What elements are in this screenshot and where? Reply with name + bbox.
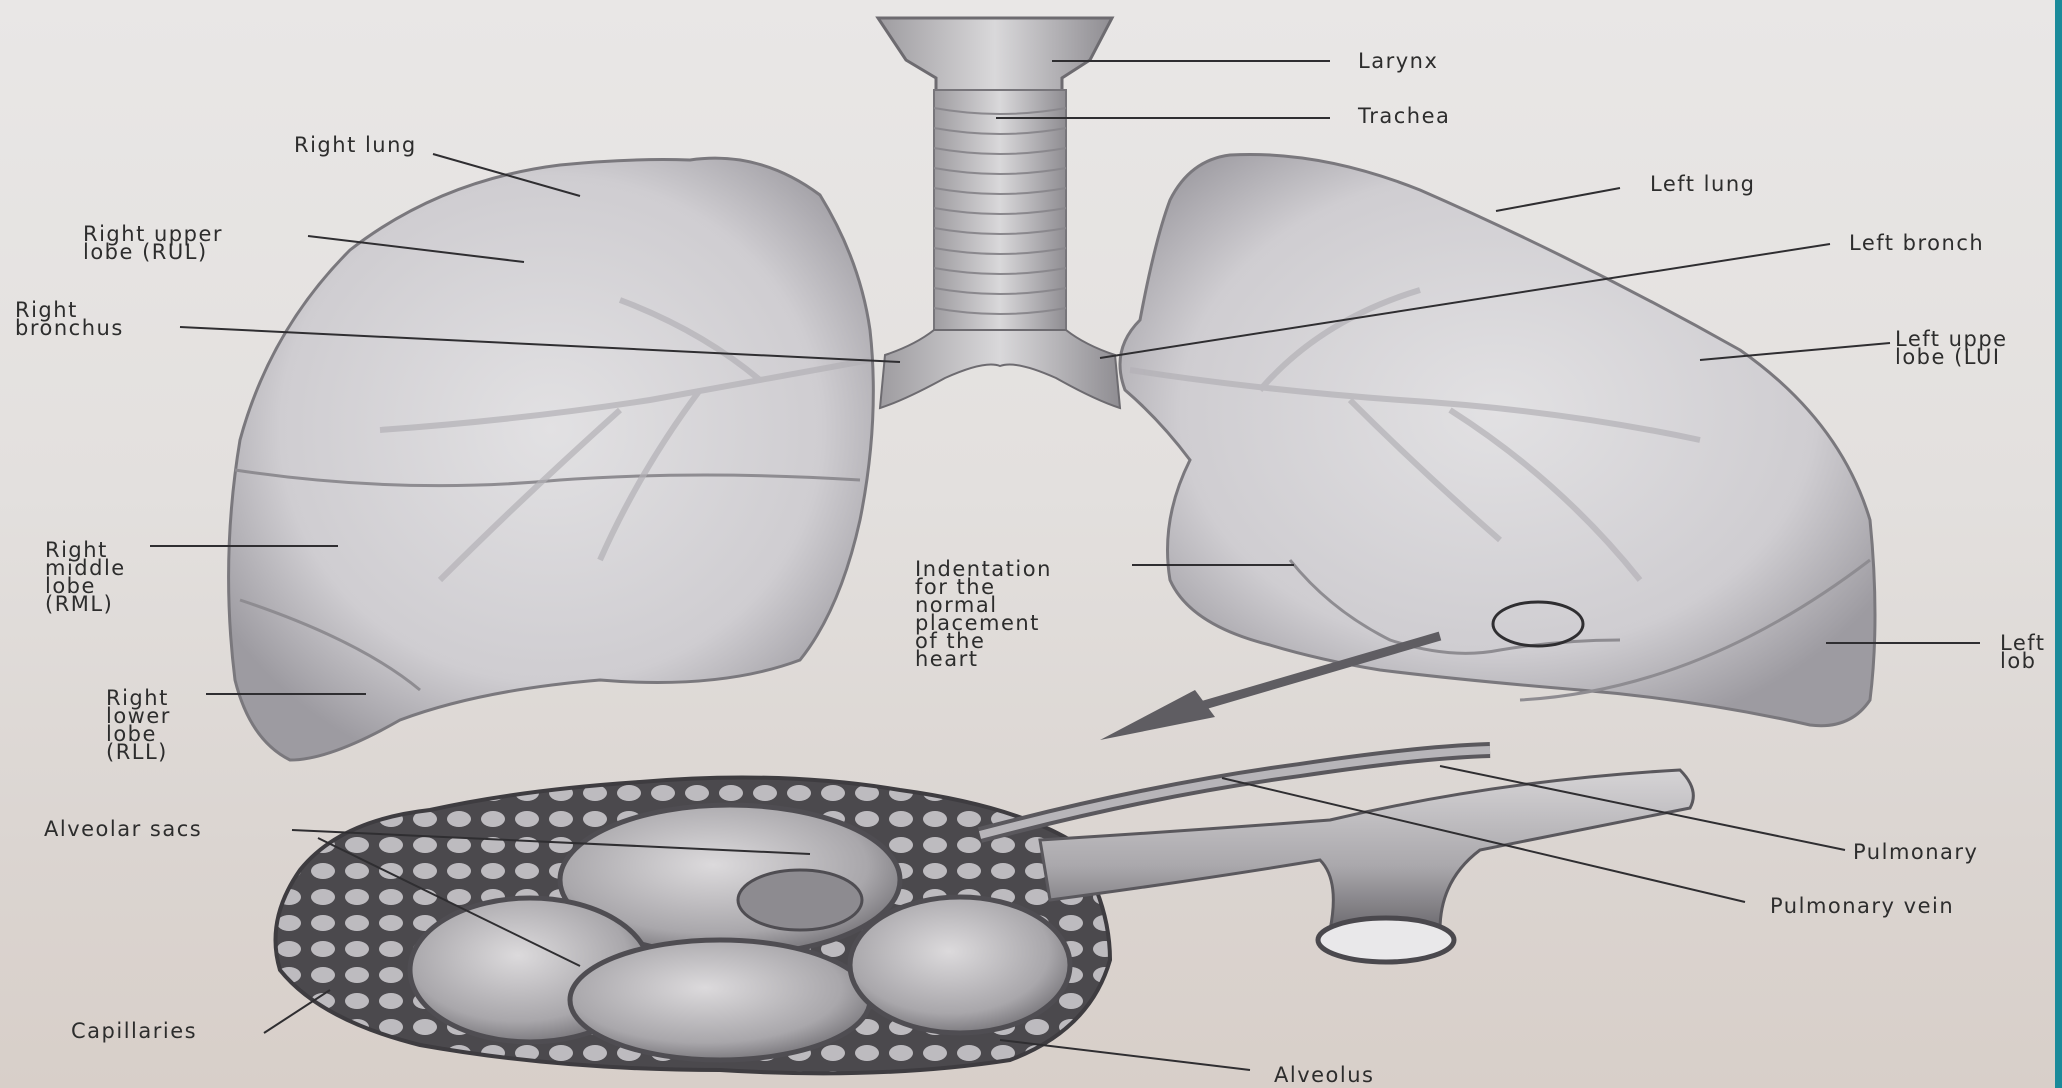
label-right-middle-lobe: Right middle lobe (RML): [45, 541, 126, 613]
label-pulmonary-vein: Pulmonary vein: [1770, 897, 1954, 915]
label-pulmonary: Pulmonary: [1853, 843, 1978, 861]
arrow-icon: [1100, 636, 1440, 740]
alveoli-illustration: [276, 778, 1111, 1074]
label-left-bronchus: Left bronch: [1849, 234, 1984, 252]
label-alveolus: Alveolus: [1274, 1066, 1374, 1084]
label-left-lung: Left lung: [1650, 175, 1755, 193]
label-right-lower-lobe: Right lower lobe (RLL): [106, 689, 171, 761]
label-right-upper-lobe: Right upper lobe (RUL): [83, 225, 223, 261]
label-larynx: Larynx: [1358, 52, 1438, 70]
label-heart-indentation: Indentation for the normal placement of …: [915, 560, 1052, 668]
label-capillaries: Capillaries: [71, 1022, 197, 1040]
trachea-illustration: [878, 18, 1120, 408]
left-lung-illustration: [1120, 154, 1875, 725]
label-left-lower-lobe: Left lob: [2000, 634, 2046, 670]
frame-edge: [2055, 0, 2062, 1088]
right-lung-illustration: [229, 158, 874, 760]
label-right-lung: Right lung: [294, 136, 417, 154]
label-alveolar-sacs: Alveolar sacs: [44, 820, 202, 838]
label-right-bronchus: Right bronchus: [15, 301, 124, 337]
label-trachea: Trachea: [1358, 107, 1450, 125]
label-left-upper-lobe: Left uppe lobe (LUI: [1895, 330, 2008, 366]
